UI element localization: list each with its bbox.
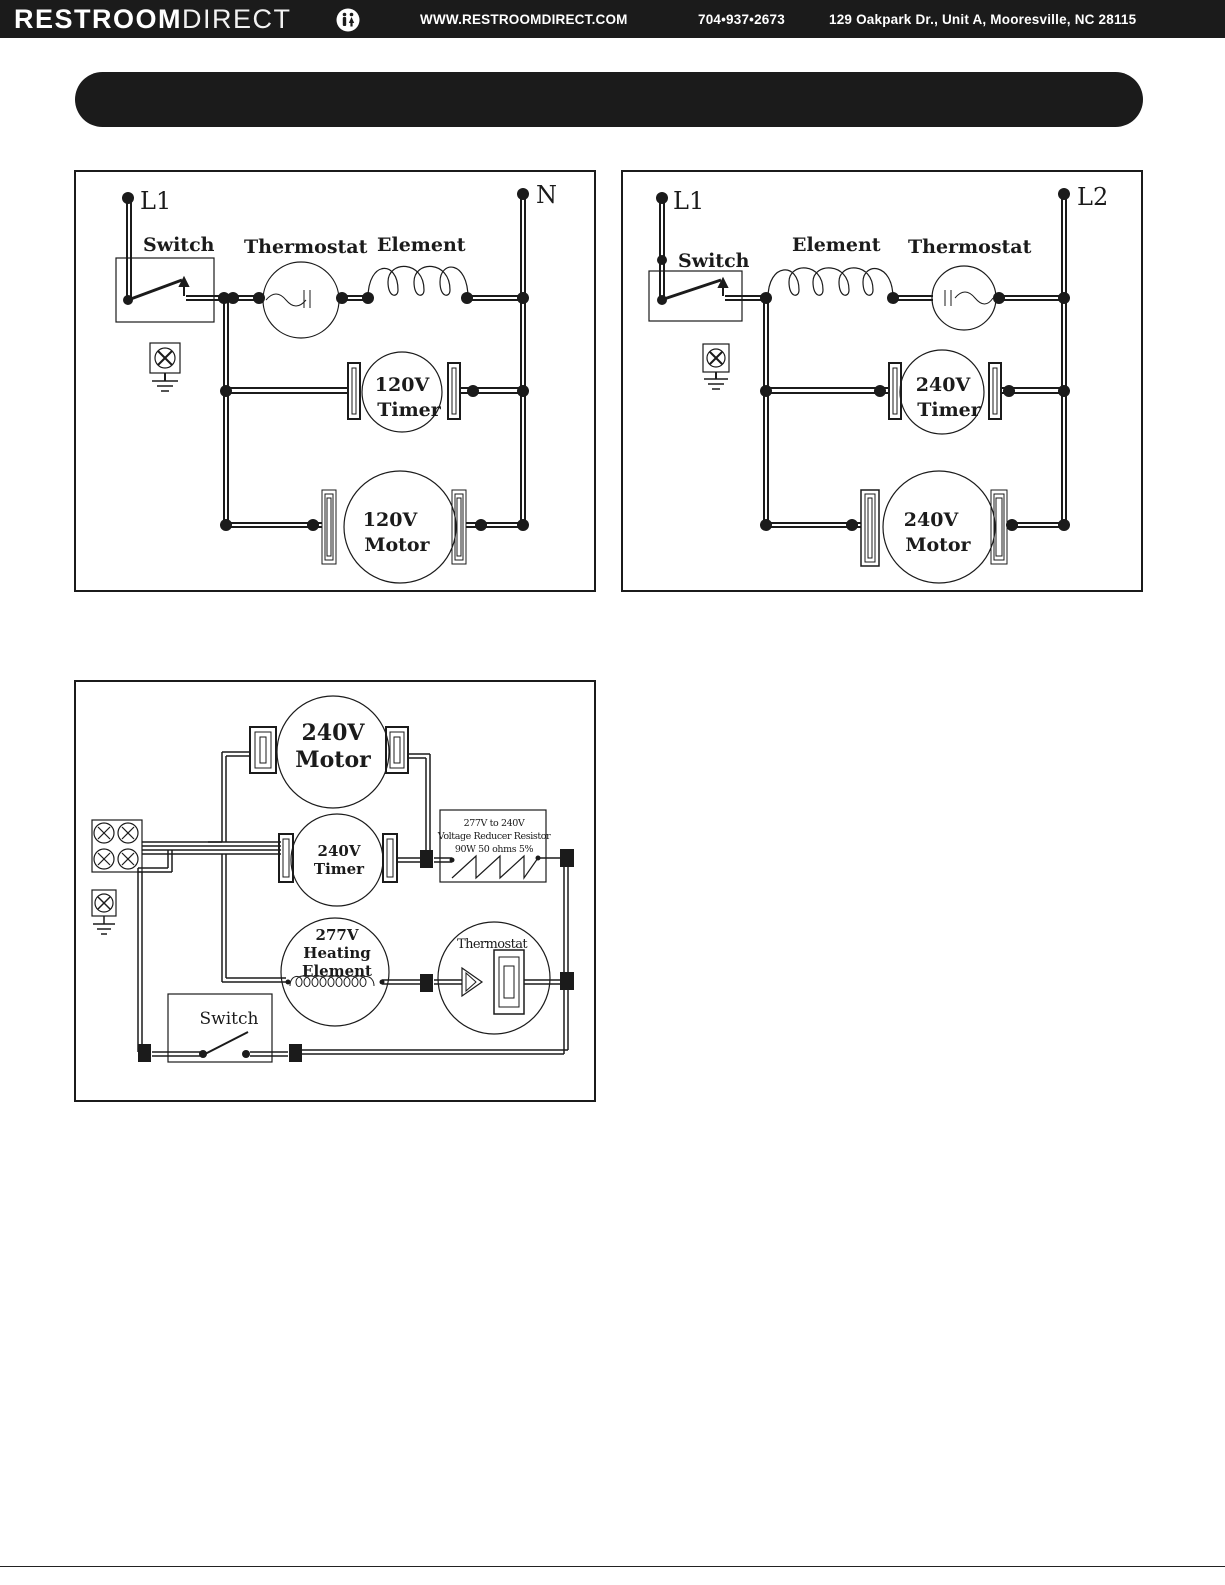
element-label: Element xyxy=(377,234,466,256)
thermostat-label: Thermostat xyxy=(908,236,1032,258)
motor-voltage-label: 120V xyxy=(363,509,419,531)
phone-number[interactable]: 704•937•2673 xyxy=(698,12,785,27)
timer-voltage-label: 240V xyxy=(916,374,972,396)
n-terminal-label: N xyxy=(536,181,557,209)
heater-voltage-label: 277V xyxy=(316,926,359,944)
motor-label: Motor xyxy=(905,534,971,556)
wiring-diagram-120v: L1 N Switch Thermostat Element 120V Time… xyxy=(74,170,596,592)
motor-voltage-label: 240V xyxy=(904,509,960,531)
resistor-label-line3: 90W 50 ohms 5% xyxy=(455,844,534,855)
timer-label: Timer xyxy=(377,399,442,421)
footer-rule xyxy=(0,1566,1225,1567)
timer-voltage-label: 120V xyxy=(375,374,431,396)
thermostat-label: Thermostat xyxy=(457,937,528,952)
resistor-label-line2: Voltage Reducer Resistor xyxy=(437,831,551,842)
resistor-label-line1: 277V to 240V xyxy=(464,818,525,829)
brand-name-bold: RESTROOM xyxy=(14,4,183,34)
address: 129 Oakpark Dr., Unit A, Mooresville, NC… xyxy=(829,12,1137,27)
motor-voltage-label: 240V xyxy=(302,720,366,746)
diagram-240v-canvas: L1 L2 Switch Element Thermostat 240V Tim… xyxy=(648,183,1108,584)
heater-label-line1: Heating xyxy=(303,944,371,962)
diagram-277v-canvas: 240V Motor 240V Timer 277V to 240V Volta… xyxy=(91,695,574,1063)
header-bar: RESTROOMDIRECT WWW.RESTROOMDIRECT.COM 70… xyxy=(0,0,1225,38)
switch-label: Switch xyxy=(678,250,750,272)
motor-label: Motor xyxy=(364,534,430,556)
restroom-icon xyxy=(336,8,360,32)
element-label: Element xyxy=(792,234,881,256)
wiring-diagram-277v: 240V Motor 240V Timer 277V to 240V Volta… xyxy=(74,680,596,1102)
wiring-diagram-240v: L1 L2 Switch Element Thermostat 240V Tim… xyxy=(621,170,1143,592)
switch-label: Switch xyxy=(200,1009,259,1029)
timer-label: Timer xyxy=(314,860,365,878)
timer-voltage-label: 240V xyxy=(318,842,361,860)
l1-terminal-label: L1 xyxy=(673,187,704,215)
heater-label-line2: Element xyxy=(302,962,372,980)
website-link[interactable]: WWW.RESTROOMDIRECT.COM xyxy=(420,12,628,27)
l2-terminal-label: L2 xyxy=(1077,183,1108,211)
diagram-120v-canvas: L1 N Switch Thermostat Element 120V Time… xyxy=(115,181,557,584)
brand-name-light: DIRECT xyxy=(182,4,292,34)
l1-terminal-label: L1 xyxy=(140,187,171,215)
timer-label: Timer xyxy=(917,399,982,421)
switch-label: Switch xyxy=(143,234,215,256)
thermostat-label: Thermostat xyxy=(244,236,368,258)
section-title-bar xyxy=(75,72,1143,127)
motor-label: Motor xyxy=(295,747,371,773)
brand-logo[interactable]: RESTROOMDIRECT xyxy=(14,4,292,34)
